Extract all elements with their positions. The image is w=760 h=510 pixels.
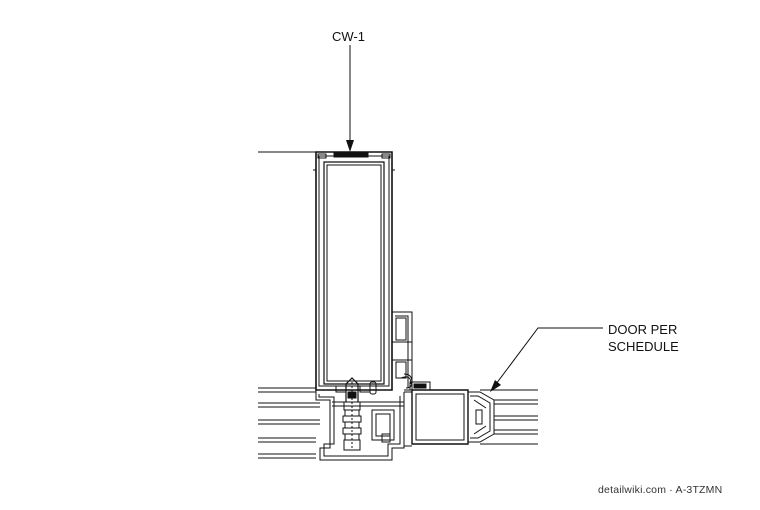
curtain-wall-label: CW-1 <box>332 29 365 44</box>
door-jamb-mullion <box>392 312 412 392</box>
glass-panel <box>313 152 395 390</box>
door-leader-arrow <box>490 328 603 392</box>
cw1-leader-arrow <box>346 45 354 152</box>
source-watermark: detailwiki.com · A-3TZMN <box>598 484 723 496</box>
door-note-line2: SCHEDULE <box>608 339 679 354</box>
door-frame-section <box>392 390 494 448</box>
door-glazing-lines <box>480 390 538 444</box>
left-frame-sections <box>258 388 320 458</box>
door-note-line1: DOOR PER <box>608 322 678 337</box>
door-note-label: DOOR PER SCHEDULE <box>608 321 679 355</box>
thermal-break-fastener <box>343 378 361 450</box>
